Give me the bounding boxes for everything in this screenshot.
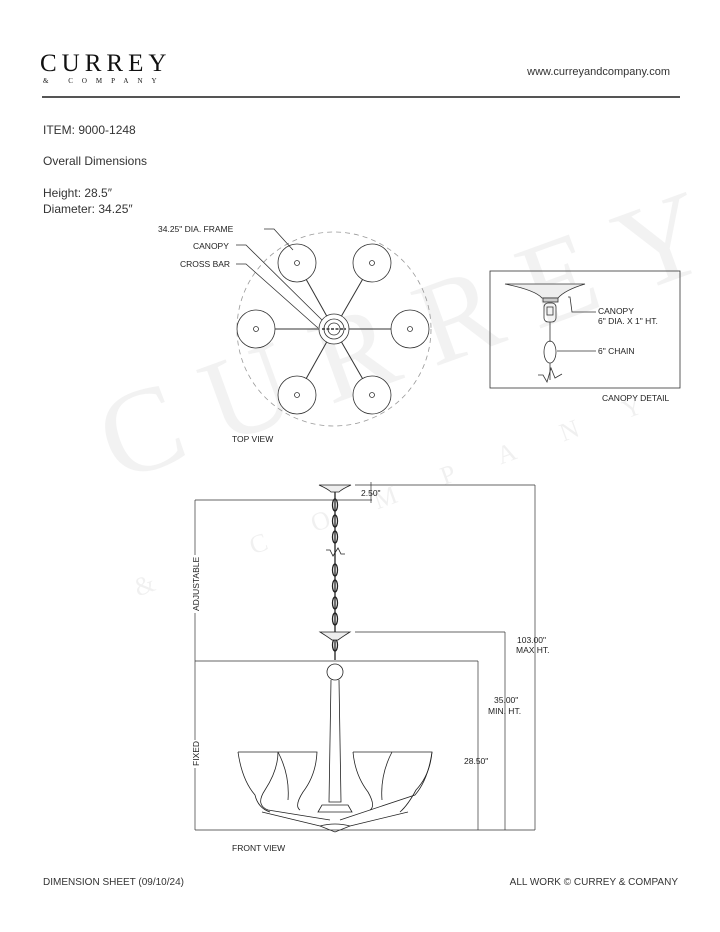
rect-mark	[543, 302, 557, 323]
rect-mark	[190, 555, 202, 613]
fixed-height-value: 28.50"	[464, 756, 488, 766]
diameter-value: Diameter: 34.25″	[43, 202, 133, 216]
circle-mark	[253, 326, 259, 332]
frame-outline	[236, 231, 432, 427]
circle-mark	[407, 326, 413, 332]
path-mark	[277, 751, 289, 801]
header-divider	[42, 96, 680, 98]
footer-left: DIMENSION SHEET (09/10/24)	[43, 877, 184, 888]
max-height-value: 103.00"	[517, 635, 546, 645]
chain-label: 6" CHAIN	[598, 346, 635, 356]
path-mark	[261, 811, 409, 833]
polyline-mark	[568, 296, 596, 313]
g-mark: FIXED	[190, 740, 202, 768]
logo: CURREY	[40, 50, 172, 77]
logo-subtitle: & COMPANY	[43, 77, 166, 85]
path-mark	[392, 751, 433, 813]
dimension-lines	[194, 482, 536, 831]
path-mark	[278, 751, 318, 811]
path-mark	[339, 751, 433, 821]
rect-mark	[489, 270, 681, 389]
canopy-height-label: 2.50"	[361, 488, 381, 498]
polyline-mark	[236, 263, 319, 329]
item-number: ITEM: 9000-1248	[43, 123, 136, 137]
polyline-mark	[236, 244, 323, 321]
path-mark	[381, 751, 393, 801]
website-url[interactable]: www.curreyandcompany.com	[527, 66, 670, 78]
front-view-title: FRONT VIEW	[232, 843, 285, 853]
path-mark	[352, 751, 392, 811]
rect-mark	[190, 740, 202, 768]
section-title: Overall Dimensions	[43, 154, 148, 168]
adjustable-label: ADJUSTABLE	[191, 557, 201, 611]
top-view-title: TOP VIEW	[232, 434, 273, 444]
footer-right: ALL WORK © CURREY & COMPANY	[509, 877, 678, 888]
circle-mark	[390, 309, 430, 349]
shades	[236, 243, 430, 415]
top-view	[236, 228, 432, 427]
front-view	[237, 484, 433, 833]
cross-bar-label: CROSS BAR	[180, 259, 230, 269]
height-value: Height: 28.5″	[43, 186, 112, 200]
canopy-detail-label: CANOPY	[598, 306, 634, 316]
circle-mark	[277, 375, 317, 415]
sockets	[253, 260, 413, 398]
path-mark	[318, 484, 352, 493]
circle-mark	[352, 375, 392, 415]
rect-mark	[542, 297, 559, 303]
path-mark	[504, 283, 586, 299]
path-mark	[328, 679, 342, 803]
polyline-mark	[326, 547, 345, 557]
g-mark: ADJUSTABLE	[190, 555, 202, 613]
circle-mark	[294, 260, 300, 266]
min-height-label: MIN. HT.	[488, 706, 521, 716]
min-height-value: 35.00"	[494, 695, 518, 705]
canopy-detail-title: CANOPY DETAIL	[602, 393, 670, 403]
frame-label: 34.25" DIA. FRAME	[158, 224, 234, 234]
circle-mark	[369, 260, 375, 266]
circle-mark	[294, 392, 300, 398]
circle-mark	[352, 243, 392, 283]
circle-mark	[326, 663, 344, 681]
circle-mark	[236, 309, 276, 349]
path-mark	[318, 631, 352, 641]
polyline-mark	[538, 366, 563, 384]
polyline-mark	[264, 228, 294, 251]
max-height-label: MAX HT.	[516, 645, 550, 655]
path-mark	[319, 823, 351, 827]
path-mark	[317, 804, 353, 813]
ellipse-mark	[543, 340, 557, 364]
canopy-detail-size: 6" DIA. X 1" HT.	[598, 316, 658, 326]
circle-mark	[277, 243, 317, 283]
path-mark	[238, 751, 331, 821]
circle-mark	[369, 392, 375, 398]
path-mark	[237, 751, 271, 813]
canopy-label: CANOPY	[193, 241, 229, 251]
fixed-label: FIXED	[191, 741, 201, 766]
rect-mark	[546, 306, 554, 316]
canopy-detail	[489, 270, 681, 389]
